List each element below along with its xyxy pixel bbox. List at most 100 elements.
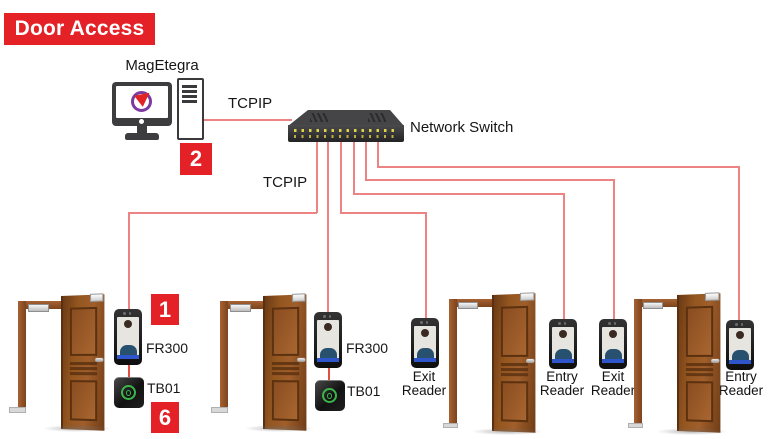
monitor-stand bbox=[137, 126, 147, 134]
camera-dots-icon bbox=[323, 315, 333, 318]
door-panel bbox=[500, 305, 529, 357]
armature-plate-icon bbox=[292, 293, 306, 302]
fr300-label-door2: FR300 bbox=[346, 340, 389, 356]
tb01-exit-button-door1 bbox=[114, 377, 144, 408]
cable-door4-exit-run bbox=[365, 179, 614, 181]
cable-door1-drop bbox=[316, 142, 318, 213]
led-row bbox=[294, 129, 394, 132]
screen-status-bar bbox=[602, 359, 624, 363]
camera-dots-icon bbox=[735, 323, 745, 326]
led-row bbox=[294, 135, 394, 138]
cable-door4-entry-run bbox=[377, 166, 739, 168]
monitor-base bbox=[125, 133, 159, 140]
door-frame-foot bbox=[443, 423, 458, 428]
pc-tower bbox=[177, 78, 204, 140]
door-shadow bbox=[471, 428, 543, 435]
exit-reader-door3 bbox=[411, 318, 439, 368]
power-dot-icon bbox=[139, 119, 144, 124]
door-frame-foot bbox=[628, 423, 643, 428]
door-panel bbox=[685, 305, 714, 357]
door-shadow bbox=[244, 425, 314, 432]
camera-dots-icon bbox=[123, 312, 133, 315]
vent-bar bbox=[182, 85, 197, 88]
door-panel bbox=[271, 380, 300, 422]
tcpip-label-server: TCPIP bbox=[228, 95, 273, 112]
cable-door3-exit-run bbox=[340, 212, 426, 214]
exit-reader-label-door4: Exit Reader bbox=[590, 369, 636, 398]
cable-door3-entry-drop bbox=[353, 142, 355, 194]
cable-door3-exit-reader bbox=[425, 212, 427, 319]
entry-reader-door3 bbox=[549, 319, 577, 369]
cable-server-to-switch bbox=[204, 119, 292, 121]
armature-plate-icon bbox=[705, 292, 720, 301]
door-1 bbox=[6, 293, 112, 436]
step-badge-1: 1 bbox=[151, 294, 179, 325]
vent-bar bbox=[182, 95, 197, 98]
maglock-icon bbox=[28, 304, 49, 312]
face-screen bbox=[117, 317, 139, 359]
door-handle-icon bbox=[95, 357, 104, 362]
person-head bbox=[324, 323, 332, 331]
vent-icon bbox=[310, 113, 328, 122]
door-4 bbox=[628, 292, 730, 438]
person-shoulders bbox=[119, 345, 137, 355]
tcpip-label-doors: TCPIP bbox=[263, 174, 308, 191]
cable-door4-exit-drop bbox=[365, 142, 367, 180]
step-badge-2: 2 bbox=[180, 143, 212, 175]
person-head bbox=[421, 329, 429, 337]
monitor-screen bbox=[116, 86, 168, 118]
entry-reader-label-door3: Entry Reader bbox=[539, 369, 585, 398]
door-leaf bbox=[677, 292, 721, 433]
step-badge-6: 6 bbox=[151, 402, 179, 433]
screen-status-bar bbox=[552, 359, 574, 363]
fr300-reader-door1 bbox=[114, 309, 142, 365]
person-shoulders bbox=[319, 348, 337, 358]
touch-exit-inner-icon bbox=[126, 389, 132, 396]
door-2 bbox=[208, 293, 314, 436]
vent-bar bbox=[182, 90, 197, 93]
vent-icon bbox=[368, 113, 386, 122]
door-leaf bbox=[61, 293, 105, 431]
door-panel bbox=[69, 380, 98, 422]
armature-plate-icon bbox=[90, 293, 104, 302]
exit-reader-label-door3: Exit Reader bbox=[401, 369, 447, 398]
face-screen bbox=[552, 327, 574, 363]
cable-door3-exit-drop bbox=[340, 142, 342, 213]
screen-status-bar bbox=[317, 358, 339, 362]
maglock-icon bbox=[458, 302, 478, 309]
camera-dots-icon bbox=[558, 322, 568, 325]
armature-plate-icon bbox=[520, 292, 535, 301]
door-frame-jamb bbox=[634, 299, 642, 425]
switch-led-panel bbox=[288, 125, 404, 142]
cable-door4-exit-reader bbox=[613, 179, 615, 320]
door-rails bbox=[69, 361, 98, 376]
cable-door2-reader bbox=[327, 142, 329, 312]
person-head bbox=[124, 320, 132, 328]
door-rails bbox=[500, 363, 529, 377]
exit-reader-door4 bbox=[599, 319, 627, 369]
maglock-icon bbox=[230, 304, 251, 312]
person-shoulders bbox=[604, 349, 622, 359]
cable-door4-entry-drop bbox=[377, 142, 379, 167]
person-head bbox=[609, 330, 617, 338]
maglock-icon bbox=[643, 302, 663, 309]
screen-status-bar bbox=[729, 360, 751, 364]
face-screen bbox=[317, 320, 339, 362]
door-3 bbox=[443, 292, 545, 438]
banner-title: Door Access bbox=[14, 17, 145, 40]
network-switch-label: Network Switch bbox=[410, 119, 514, 136]
door-handle-icon bbox=[297, 357, 306, 362]
face-screen bbox=[729, 328, 751, 364]
tb01-label-door2: TB01 bbox=[347, 383, 381, 399]
tb01-label-door1: TB01 bbox=[147, 380, 181, 396]
cable-door1-reader bbox=[128, 212, 130, 309]
door-handle-icon bbox=[526, 358, 535, 363]
door-handle-icon bbox=[711, 358, 720, 363]
cable-reader-to-button-door1 bbox=[128, 365, 130, 378]
computer-monitor bbox=[112, 82, 174, 142]
touch-exit-icon bbox=[322, 388, 337, 403]
face-screen bbox=[414, 326, 436, 362]
camera-dots-icon bbox=[608, 322, 618, 325]
person-shoulders bbox=[416, 348, 434, 358]
